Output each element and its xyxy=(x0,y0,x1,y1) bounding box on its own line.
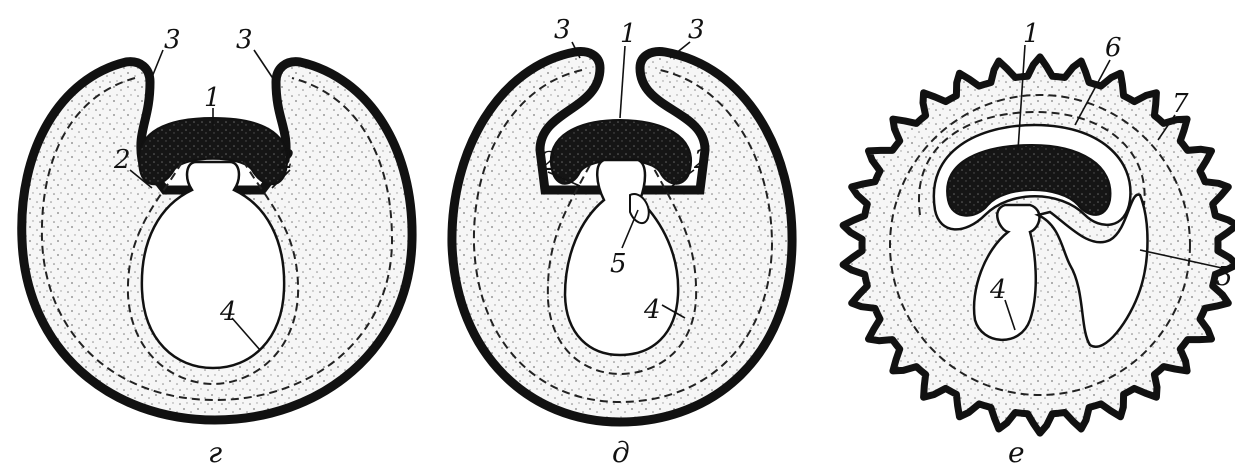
figure-e-label-7: 7 xyxy=(1172,89,1189,119)
figure-d: 3 3 1 2 2 5 4 д xyxy=(452,15,792,469)
figure-g-label-2a: 2 xyxy=(113,145,131,175)
figure-g-caption: г xyxy=(208,436,222,469)
figure-d-label-3a: 3 xyxy=(554,15,571,45)
figure-d-label-5: 5 xyxy=(610,249,627,279)
figure-e-label-1: 1 xyxy=(1023,19,1040,49)
figure-g-lead-3a xyxy=(150,50,163,82)
figure-g-label-1: 1 xyxy=(204,83,221,113)
figure-d-label-2a: 2 xyxy=(539,147,557,177)
figure-g-lead-3b xyxy=(254,50,274,80)
figure-e: 1 6 7 5 4 е xyxy=(843,19,1235,469)
figure-g-label-2b: 2 xyxy=(277,145,295,175)
figure-g-label-4: 4 xyxy=(219,297,237,327)
figure-d-label-3b: 3 xyxy=(688,15,705,45)
figure-d-label-4: 4 xyxy=(643,295,661,325)
figure-g-label-3b: 3 xyxy=(236,25,253,55)
figure-g-label-3a: 3 xyxy=(164,25,181,55)
figure-e-label-4: 4 xyxy=(989,275,1007,305)
figure-d-caption: д xyxy=(612,436,630,469)
figure-e-caption: е xyxy=(1008,436,1025,469)
figure-g: 3 3 1 2 2 4 г xyxy=(22,25,412,469)
figure-e-label-5: 5 xyxy=(1216,262,1233,292)
figure-d-label-2b: 2 xyxy=(693,145,711,175)
figure-d-label-1: 1 xyxy=(620,19,637,49)
figure-e-label-6: 6 xyxy=(1105,33,1122,63)
figure-d-lead-1 xyxy=(620,46,625,118)
